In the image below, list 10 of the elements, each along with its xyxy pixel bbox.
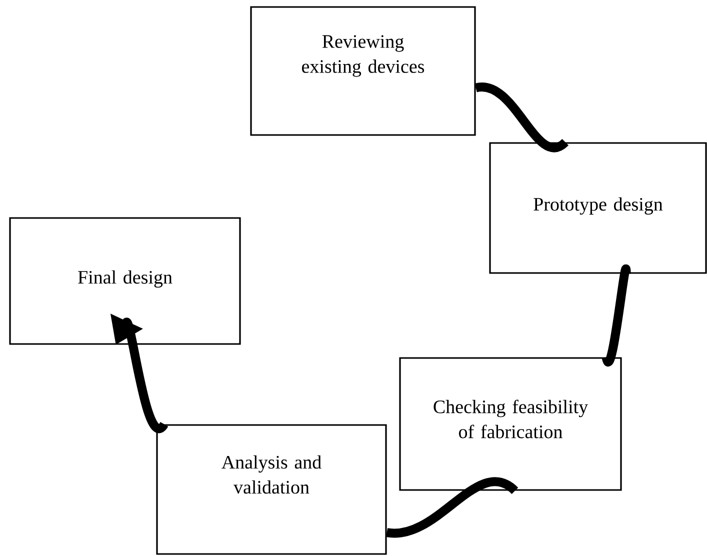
process-box [399,357,622,491]
box-label: Final design [78,270,172,288]
box-label: Reviewing existing devices [302,35,424,77]
process-box [9,217,241,345]
box-label: Analysis and validation [222,455,322,494]
box-label: Checking feasibility of fabrication [434,400,588,438]
process-box [250,6,476,136]
process-box [489,142,707,274]
process-box [156,424,387,555]
box-label: Prototype design [534,197,663,215]
